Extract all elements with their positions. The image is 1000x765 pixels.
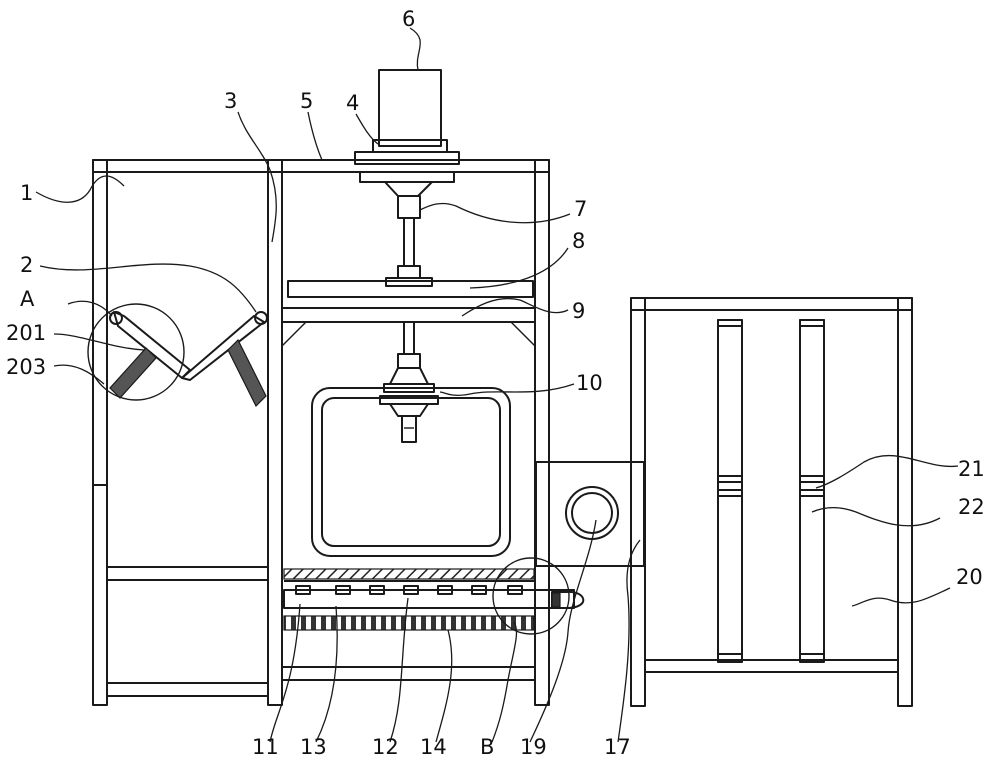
label-7: 7 <box>574 197 587 221</box>
label-13: 13 <box>300 735 327 759</box>
callout-labels: 1 2 A 201 203 3 5 4 6 7 8 9 10 11 13 12 … <box>6 7 985 759</box>
side-box <box>535 461 645 567</box>
motor-assembly <box>354 69 460 287</box>
right-rack <box>630 297 913 707</box>
leader-lines <box>35 27 959 743</box>
disc <box>287 280 534 298</box>
label-1: 1 <box>20 181 33 205</box>
label-14: 14 <box>420 735 447 759</box>
label-3: 3 <box>224 89 237 113</box>
label-17: 17 <box>604 735 631 759</box>
label-5: 5 <box>300 89 313 113</box>
label-12: 12 <box>372 735 399 759</box>
label-21: 21 <box>958 457 985 481</box>
lower-shaft <box>379 321 439 443</box>
cross-plate <box>281 307 536 347</box>
work-container <box>311 387 511 557</box>
label-11: 11 <box>252 735 279 759</box>
conveyor <box>283 568 585 631</box>
label-b: B <box>480 735 494 759</box>
label-19: 19 <box>520 735 547 759</box>
label-10: 10 <box>576 371 603 395</box>
label-20: 20 <box>956 565 983 589</box>
flap-arms <box>87 303 268 408</box>
label-22: 22 <box>958 495 985 519</box>
label-4: 4 <box>346 91 359 115</box>
detail-circle-b <box>492 557 570 635</box>
left-frame <box>92 159 550 706</box>
label-203: 203 <box>6 355 46 379</box>
label-201: 201 <box>6 321 46 345</box>
label-6: 6 <box>402 7 415 31</box>
label-8: 8 <box>572 229 585 253</box>
label-2: 2 <box>20 253 33 277</box>
label-a: A <box>20 287 35 311</box>
label-9: 9 <box>572 299 585 323</box>
